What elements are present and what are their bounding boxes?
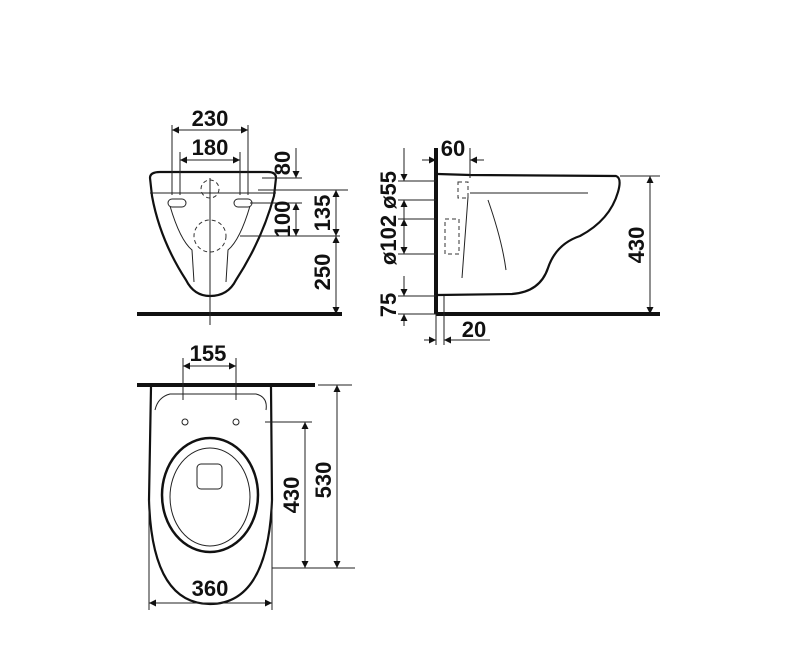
dim-135: 135: [310, 195, 335, 232]
bolt-slot-left: [167, 198, 187, 208]
dim-diameter-102: ø102: [376, 215, 401, 265]
toilet-seat-outer: [160, 436, 260, 554]
top-view: 155 430 530 360: [137, 341, 355, 610]
toilet-seat-inner: [169, 447, 251, 547]
side-bowl-outline: [437, 172, 621, 297]
dim-diameter-55: ø55: [376, 171, 401, 209]
dim-230: 230: [192, 106, 229, 131]
dim-180: 180: [192, 135, 229, 160]
top-bowl-outline: [147, 386, 274, 606]
dim-360: 360: [192, 576, 229, 601]
dim-20: 20: [462, 317, 486, 342]
front-bowl-outline: [148, 170, 278, 298]
dim-60: 60: [441, 136, 465, 161]
seat-hinge: [196, 463, 223, 490]
front-view: 230 180 80 100 135 250: [137, 106, 348, 325]
dim-75: 75: [376, 293, 401, 317]
side-trap-lines: [461, 196, 507, 279]
side-view: 60 ø55 ø102 75 20 430: [376, 136, 660, 345]
dim-100: 100: [270, 201, 295, 238]
inlet-pipe: [457, 181, 469, 199]
dim-530: 530: [311, 462, 336, 499]
outlet-pipe: [444, 218, 460, 255]
dim-250: 250: [310, 254, 335, 291]
front-trap-lines: [169, 205, 251, 283]
dim-155: 155: [190, 341, 227, 366]
top-lid-edge: [154, 393, 267, 411]
bolt-hole-right: [232, 418, 240, 426]
dim-80: 80: [270, 151, 295, 175]
bolt-hole-left: [181, 418, 189, 426]
bolt-slot-right: [233, 198, 253, 208]
dim-430-side: 430: [624, 227, 649, 264]
dim-430-top: 430: [279, 477, 304, 514]
